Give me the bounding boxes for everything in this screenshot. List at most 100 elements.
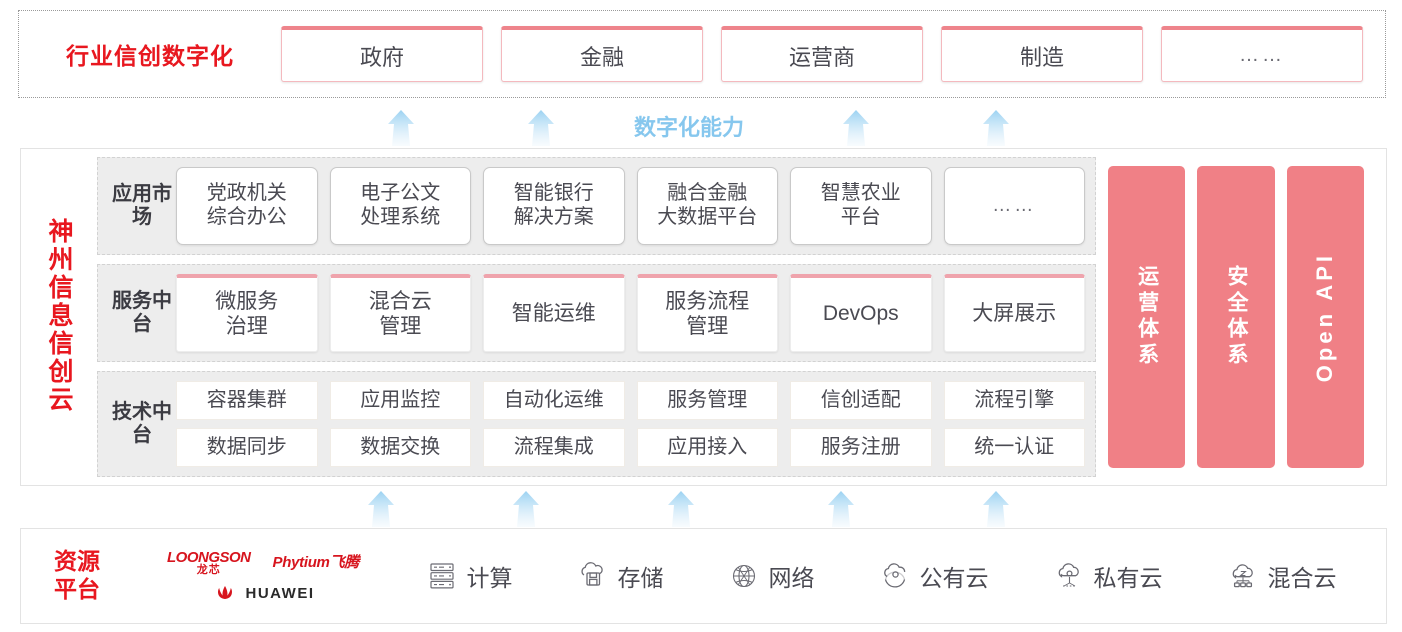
up-arrow-icon: [836, 110, 876, 146]
card-line-1: 微服务: [215, 289, 279, 313]
tech-card-app-access[interactable]: 应用接入: [636, 428, 778, 467]
industry-card-list: 政府 金融 运营商 制造 ……: [281, 26, 1385, 82]
capability-arrow-band-bottom: [0, 487, 1402, 529]
app-card-smart-bank[interactable]: 智能银行解决方案: [483, 167, 625, 246]
card-line-1: 党政机关: [206, 182, 287, 205]
service-card-devops[interactable]: DevOps: [790, 274, 932, 353]
resource-title-line-1: 资源: [54, 548, 100, 575]
layer-label-application-market: 应用市场: [112, 183, 172, 229]
service-card-microservice-governance[interactable]: 微服务治理: [176, 274, 318, 353]
up-arrow-icon: [381, 110, 421, 146]
card-line-1: 服务流程: [665, 289, 750, 313]
resource-item-label: 混合云: [1267, 565, 1337, 591]
service-card-smart-ops[interactable]: 智能运维: [483, 274, 625, 353]
resource-item-public-cloud[interactable]: 公有云: [878, 559, 989, 593]
tech-card-automated-ops[interactable]: 自动化运维: [483, 381, 625, 421]
resource-item-label: 计算: [466, 565, 513, 591]
cross-cutting-pillar-list: 运营体系 安全体系 Open API: [1096, 157, 1364, 477]
card-line-2: 综合办公: [206, 206, 287, 229]
tech-card-container-cluster[interactable]: 容器集群: [176, 381, 318, 421]
card-line-1: 智慧农业: [820, 182, 901, 205]
service-platform-card-list: 微服务治理 混合云管理 智能运维 服务流程管理 DevOps: [176, 274, 1085, 353]
service-card-hybrid-cloud-mgmt[interactable]: 混合云管理: [329, 274, 471, 353]
application-market-card-list: 党政机关综合办公 电子公文处理系统 智能银行解决方案 融合金融大数据平台 智慧农: [176, 167, 1085, 246]
app-card-government-office[interactable]: 党政机关综合办公: [176, 167, 318, 246]
resource-item-private-cloud[interactable]: 私有云: [1052, 559, 1163, 593]
tech-card-unified-auth[interactable]: 统一认证: [943, 428, 1085, 467]
tech-card-app-monitoring[interactable]: 应用监控: [329, 381, 471, 421]
technical-platform-card-grid: 容器集群 应用监控 自动化运维 服务管理 信创适配 流程引擎 数据同步 数据交换…: [176, 381, 1085, 467]
up-arrow-icon: [521, 110, 561, 146]
tech-card-process-engine[interactable]: 流程引擎: [943, 381, 1085, 421]
card-line-1: 混合云: [368, 289, 432, 313]
up-arrow-icon: [361, 491, 401, 527]
vendor-logo-row-1: LOONGSON 龙芯 Phytium飞腾: [167, 550, 359, 576]
layer-label-service-platform: 服务中台: [112, 290, 172, 336]
up-arrow-icon: [821, 491, 861, 527]
loongson-logo: LOONGSON 龙芯: [167, 550, 251, 576]
loongson-logo-cn: 龙芯: [196, 564, 221, 576]
card-line-2: 处理系统: [360, 206, 441, 229]
tech-card-service-mgmt[interactable]: 服务管理: [636, 381, 778, 421]
card-line-1: 大屏展示: [972, 302, 1057, 326]
private-cloud-icon: [1052, 559, 1086, 593]
technical-platform-row-1: 容器集群 应用监控 自动化运维 服务管理 信创适配 流程引擎: [176, 381, 1085, 421]
cloud-layer-column: 应用市场 党政机关综合办公 电子公文处理系统 智能银行解决方案 融合金融大数据平…: [97, 157, 1096, 477]
card-line-1: 智能运维: [511, 302, 596, 326]
card-line-2: 解决方案: [513, 206, 594, 229]
vendor-logo-row-2: HUAWEI: [212, 584, 315, 602]
industry-card-government[interactable]: 政府: [281, 26, 483, 82]
tech-card-data-sync[interactable]: 数据同步: [176, 428, 318, 467]
resource-item-hybrid-cloud[interactable]: 混合云: [1226, 559, 1337, 593]
industry-card-manufacturing[interactable]: 制造: [941, 26, 1143, 82]
server-icon: [425, 559, 459, 593]
tech-card-process-integration[interactable]: 流程集成: [483, 428, 625, 467]
cloud-platform-title: 神州信息信创云: [21, 149, 97, 485]
layer-label-technical-platform: 技术中台: [112, 401, 172, 447]
card-line-2: 管理: [379, 314, 422, 338]
pillar-label: 安全体系: [1224, 265, 1248, 369]
service-card-dashboard-display[interactable]: 大屏展示: [943, 274, 1085, 353]
resource-item-label: 网络: [768, 565, 815, 591]
card-line-2: 治理: [225, 314, 268, 338]
up-arrow-icon: [506, 491, 546, 527]
card-line-1: 智能银行: [513, 182, 594, 205]
industry-card-more[interactable]: ……: [1161, 26, 1363, 82]
industry-band-title: 行业信创数字化: [66, 43, 234, 69]
app-card-finance-bigdata[interactable]: 融合金融大数据平台: [636, 167, 778, 246]
card-line-2: 平台: [840, 206, 881, 229]
resource-title-line-2: 平台: [54, 576, 100, 602]
resource-item-label: 私有云: [1093, 565, 1163, 591]
huawei-flower-icon: [212, 584, 238, 602]
resource-item-network[interactable]: 网络: [727, 559, 815, 593]
pillar-operations-system[interactable]: 运营体系: [1108, 166, 1186, 468]
layer-application-market: 应用市场 党政机关综合办公 电子公文处理系统 智能银行解决方案 融合金融大数据平…: [97, 157, 1096, 256]
app-card-more[interactable]: ……: [943, 167, 1085, 246]
app-card-edoc-system[interactable]: 电子公文处理系统: [329, 167, 471, 246]
hybrid-cloud-icon: [1226, 559, 1260, 593]
cloud-platform-panel: 神州信息信创云 应用市场 党政机关综合办公 电子公文处理系统 智能银: [20, 148, 1387, 486]
tech-card-service-registry[interactable]: 服务注册: [790, 428, 932, 467]
resource-item-label: 存储: [617, 565, 664, 591]
up-arrow-icon: [976, 110, 1016, 146]
tech-card-data-exchange[interactable]: 数据交换: [329, 428, 471, 467]
service-card-service-process-mgmt[interactable]: 服务流程管理: [636, 274, 778, 353]
card-line-2: 大数据平台: [657, 206, 758, 229]
app-card-smart-agriculture[interactable]: 智慧农业平台: [790, 167, 932, 246]
loongson-logo-text: LOONGSON: [167, 549, 251, 566]
up-arrow-icon: [661, 491, 701, 527]
resource-item-label: 公有云: [919, 565, 989, 591]
pillar-security-system[interactable]: 安全体系: [1197, 166, 1275, 468]
card-line-2: 管理: [686, 314, 729, 338]
industry-card-telecom[interactable]: 运营商: [721, 26, 923, 82]
resource-item-storage[interactable]: 存储: [576, 559, 664, 593]
up-arrow-icon: [976, 491, 1016, 527]
public-cloud-icon: [878, 559, 912, 593]
resource-item-compute[interactable]: 计算: [425, 559, 513, 593]
resource-platform-panel: 资源 平台 LOONGSON 龙芯 Phytium飞腾: [20, 528, 1387, 624]
pillar-open-api[interactable]: Open API: [1286, 166, 1364, 468]
card-line-1: DevOps: [822, 302, 899, 326]
tech-card-xinchuang-adaptation[interactable]: 信创适配: [790, 381, 932, 421]
industry-card-finance[interactable]: 金融: [501, 26, 703, 82]
